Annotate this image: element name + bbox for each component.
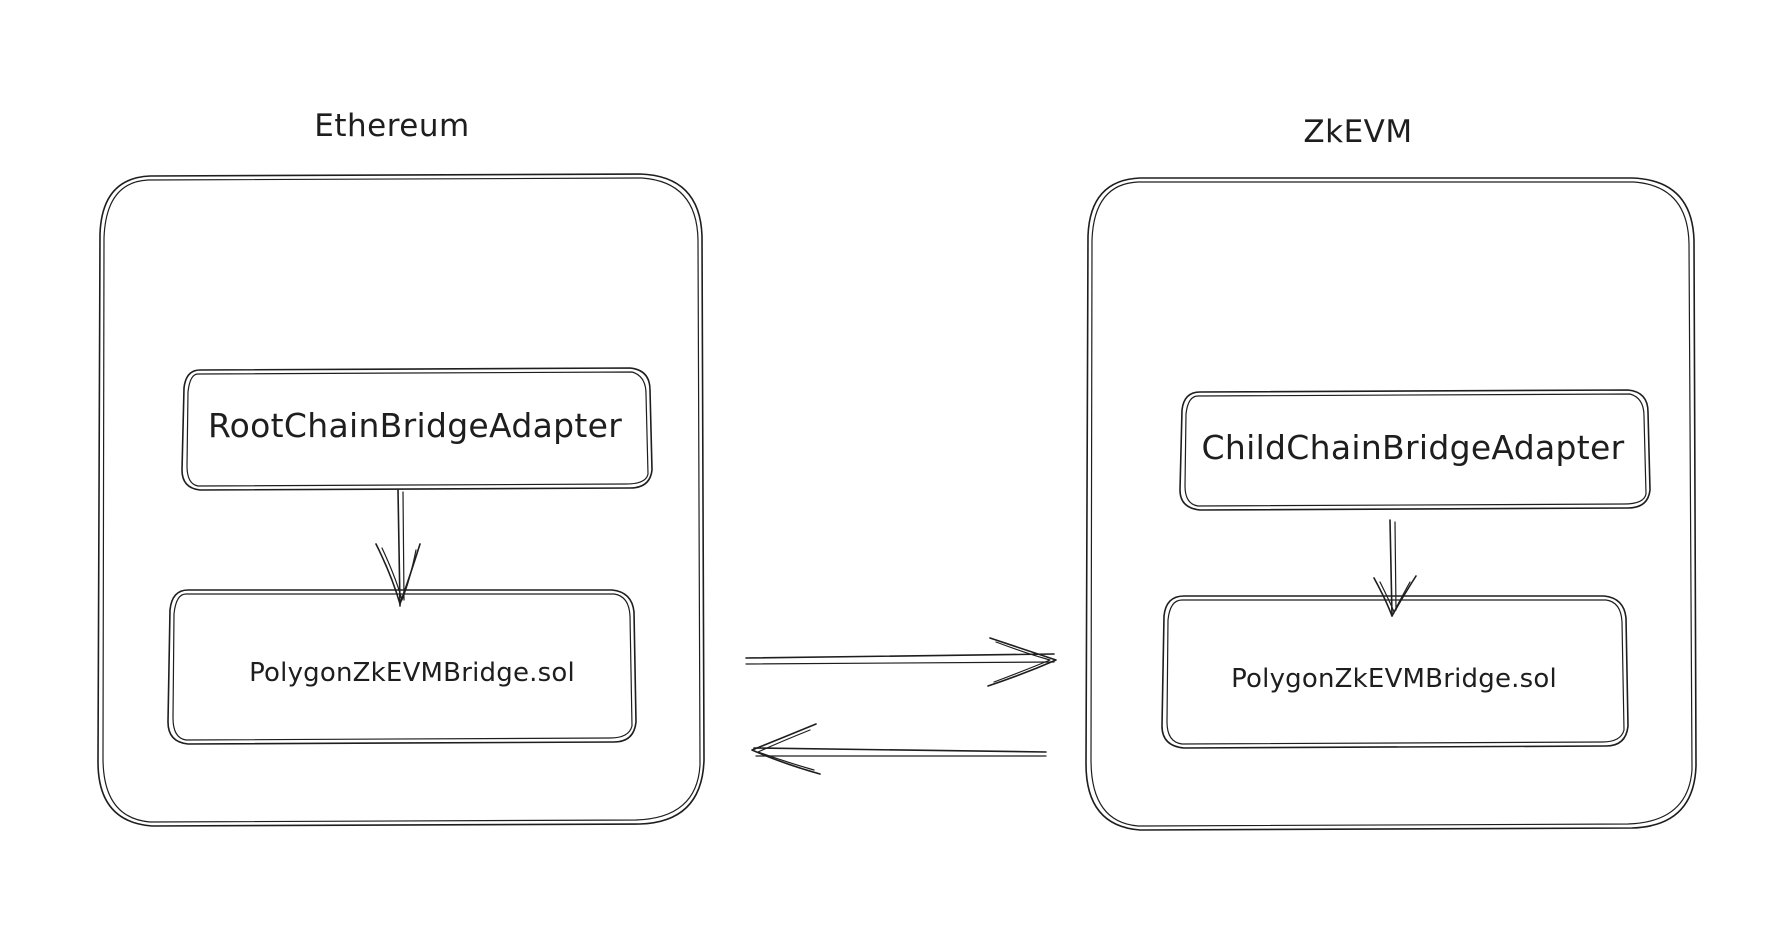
ethereum-to-zkevm-arrow (745, 637, 1057, 687)
root-adapter-to-bridge-arrow (375, 489, 421, 607)
root-chain-bridge-adapter-box[interactable] (181, 367, 653, 491)
child-chain-bridge-adapter-label: ChildChainBridgeAdapter (1201, 428, 1625, 467)
zkevm-container[interactable] (1085, 177, 1697, 831)
ethereum-container[interactable] (97, 173, 705, 827)
ethereum-bridge-contract-box[interactable] (167, 589, 637, 745)
child-adapter-to-bridge-arrow (1373, 519, 1417, 617)
zkevm-to-ethereum-arrow (751, 723, 1047, 775)
ethereum-bridge-contract-label: PolygonZkEVMBridge.sol (249, 658, 575, 688)
root-chain-bridge-adapter-label: RootChainBridgeAdapter (207, 406, 623, 445)
zkevm-bridge-contract-label: PolygonZkEVMBridge.sol (1231, 664, 1557, 694)
child-chain-bridge-adapter-box[interactable] (1179, 389, 1651, 511)
zkevm-bridge-contract-box[interactable] (1161, 595, 1629, 749)
ethereum-title: Ethereum (314, 108, 470, 144)
zkevm-title: ZkEVM (1303, 114, 1413, 150)
